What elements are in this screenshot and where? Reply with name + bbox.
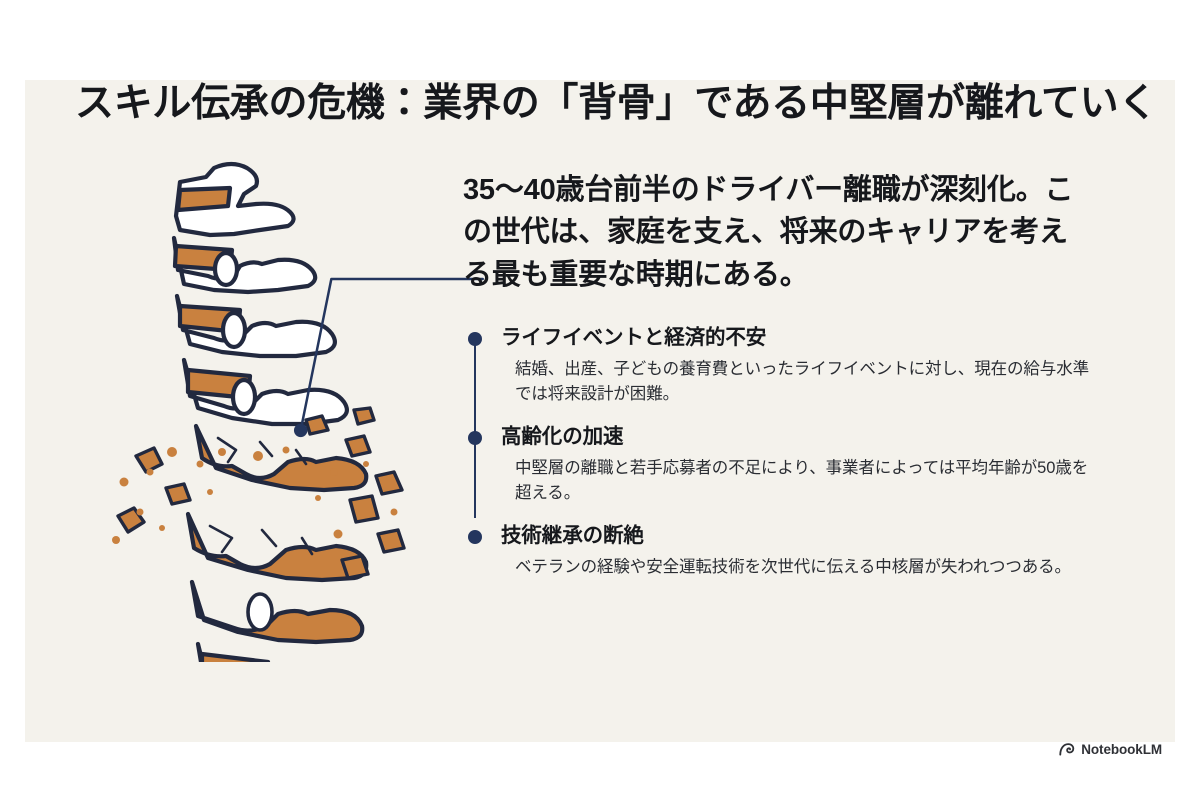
vertebra-lower-1 [195,641,271,662]
bullet-body: 結婚、出産、子どもの養育費といったライフイベントに対し、現在の給与水準では将来設… [515,359,1090,403]
brand-label: NotebookLM [1081,742,1162,757]
bullet-dot-icon [468,530,482,545]
spine-overlay-svg [112,406,406,580]
brand-mark: NotebookLM [1058,741,1162,758]
bullet-heading: 高齢化の加速 [501,425,624,449]
bullet-dot-icon [468,431,482,446]
bullet-body: ベテランの経験や安全運転技術を次世代に伝える中核層が失われつつある。 [515,557,1071,576]
bullet-heading: ライフイベントと経済的不安 [501,325,767,349]
list-item: ライフイベントと経済的不安 結婚、出産、子どもの養育費といったライフイベントに対… [463,325,1103,407]
vertebra-upper-3 [174,293,337,359]
bullet-body: 中堅層の離職と若手応募者の不足により、事業者によっては平均年齢が50歳を超える。 [515,458,1089,502]
bone-debris-group [116,406,406,580]
bullet-list: ライフイベントと経済的不安 結婚、出産、子どもの養育費といったライフイベントに対… [463,325,1103,580]
list-item: 技術継承の断絶 ベテランの経験や安全運転技術を次世代に伝える中核層が失われつつあ… [463,523,1103,580]
bullet-dot-icon [468,331,482,346]
lead-paragraph: 35〜40歳台前半のドライバー離職が深刻化。この世代は、家庭を支え、将来のキャリ… [463,174,1074,291]
list-item: 高齢化の加速 中堅層の離職と若手応募者の不足により、事業者によっては平均年齢が5… [463,424,1103,506]
bullet-heading: 技術継承の断絶 [501,524,644,548]
bullet-connector-rail [474,336,476,519]
content-column: 35〜40歳台前半のドライバー離職が深刻化。この世代は、家庭を支え、将来のキャリ… [463,140,1103,580]
bone-dust-group [112,446,398,544]
page-title: スキル伝承の危機：業界の「背骨」である中堅層が離れていく [75,82,1158,126]
notebooklm-spiral-icon [1059,743,1075,756]
vertebra-upper-1 [173,161,296,238]
fractured-vertebra-mid [189,579,365,645]
fractured-vertebra-upper [193,423,369,493]
